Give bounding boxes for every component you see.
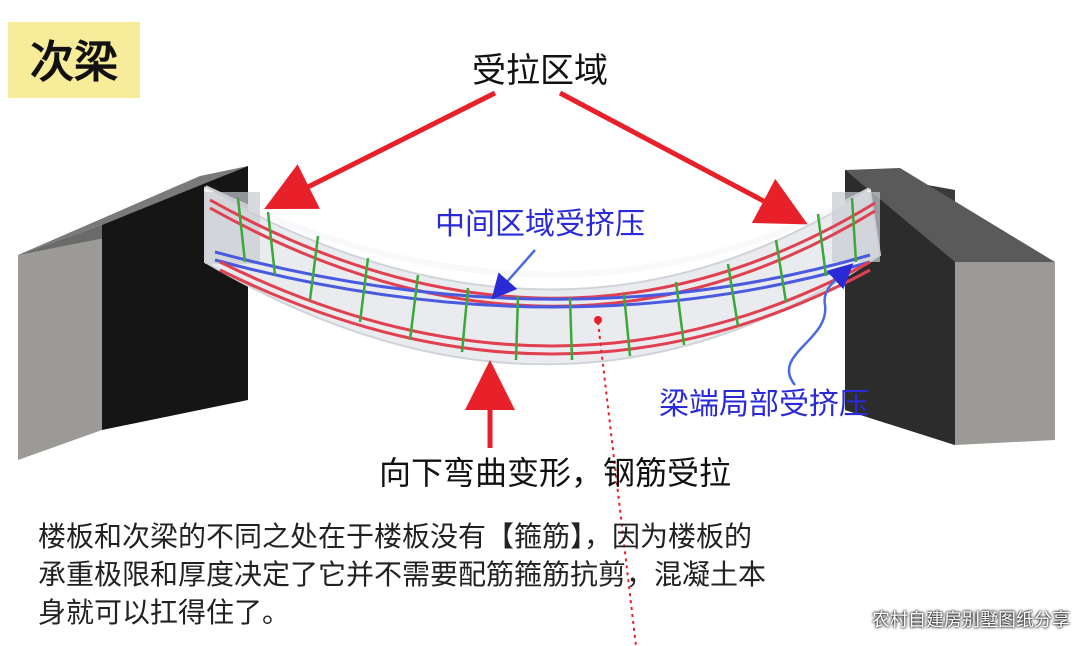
- tension-arrow-left: [264, 90, 497, 209]
- caption-line-1: 楼板和次梁的不同之处在于楼板没有【箍筋】，因为楼板的: [38, 520, 753, 553]
- neutral-dotted-line: [597, 321, 637, 646]
- diagram-title: 次梁: [30, 37, 118, 88]
- title-box: [8, 22, 140, 98]
- tension-arrow-right: [558, 90, 808, 225]
- caption-line-2: 承重极限和厚度决定了它并不需要配筋箍筋抗剪，混凝土本: [38, 558, 767, 591]
- stirrups: [236, 197, 858, 361]
- end-compression-arrow: [787, 263, 854, 386]
- caption-text: 楼板和次梁的不同之处在于楼板没有【箍筋】，因为楼板的 承重极限和厚度决定了它并不…: [38, 518, 1018, 632]
- caption-line-3: 身就可以扛得住了。: [38, 596, 291, 629]
- middle-compression-arrow: [491, 249, 536, 300]
- watermark: 农村自建房别墅图纸分享: [872, 610, 1070, 631]
- bending-label: 向下弯曲变形，钢筋受拉: [379, 454, 731, 492]
- middle-compression-label: 中间区域受挤压: [435, 207, 645, 242]
- bottom-rebar-2: [219, 268, 871, 356]
- tension-zone-label: 受拉区域: [472, 51, 608, 91]
- bottom-rebar-1: [219, 260, 871, 348]
- end-compression-label: 梁端局部受挤压: [659, 387, 869, 422]
